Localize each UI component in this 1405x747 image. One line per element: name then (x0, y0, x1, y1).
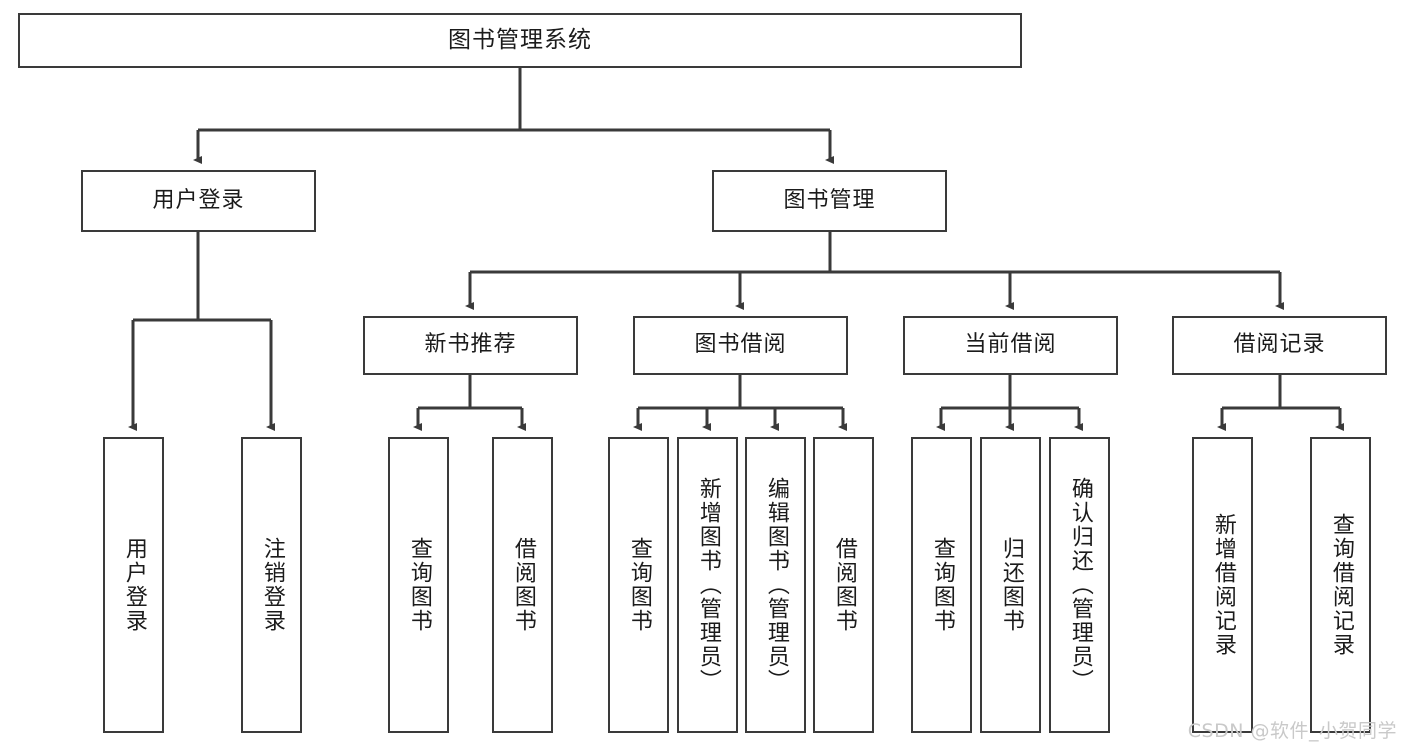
node-book-borrow-label: 图书借阅 (694, 332, 787, 358)
node-leaf-user-login[interactable]: 用户登录 (103, 437, 164, 733)
node-leaf-edit-book-label: 编辑图书（管理员） (763, 477, 789, 693)
node-leaf-return-book[interactable]: 归还图书 (980, 437, 1041, 733)
node-leaf-query-book-3-label: 查询图书 (929, 537, 955, 633)
node-leaf-logout[interactable]: 注销登录 (241, 437, 302, 733)
node-leaf-query-book-2[interactable]: 查询图书 (608, 437, 669, 733)
node-leaf-query-book-1[interactable]: 查询图书 (388, 437, 449, 733)
node-leaf-add-book[interactable]: 新增图书（管理员） (677, 437, 738, 733)
node-current-borrow-label: 当前借阅 (964, 332, 1057, 358)
node-leaf-add-record-label: 新增借阅记录 (1210, 513, 1236, 657)
node-book-borrow[interactable]: 图书借阅 (633, 316, 848, 375)
node-book-manage[interactable]: 图书管理 (712, 170, 947, 232)
node-leaf-user-login-label: 用户登录 (121, 537, 147, 633)
node-book-manage-label: 图书管理 (783, 187, 876, 213)
node-leaf-edit-book[interactable]: 编辑图书（管理员） (745, 437, 806, 733)
node-new-book-recommendation-label: 新书推荐 (424, 332, 517, 358)
node-leaf-query-book-2-label: 查询图书 (626, 537, 652, 633)
node-leaf-logout-label: 注销登录 (259, 537, 285, 633)
node-user-login-label: 用户登录 (152, 187, 245, 213)
node-leaf-confirm-return[interactable]: 确认归还（管理员） (1049, 437, 1110, 733)
node-leaf-query-record[interactable]: 查询借阅记录 (1310, 437, 1371, 733)
node-leaf-query-book-1-label: 查询图书 (406, 537, 432, 633)
node-root-label: 图书管理系统 (448, 26, 592, 53)
node-leaf-add-record[interactable]: 新增借阅记录 (1192, 437, 1253, 733)
node-leaf-borrow-book-1[interactable]: 借阅图书 (492, 437, 553, 733)
watermark-text: CSDN @软件_小贺同学 (1187, 720, 1397, 742)
node-leaf-borrow-book-1-label: 借阅图书 (510, 537, 536, 633)
node-user-login[interactable]: 用户登录 (81, 170, 316, 232)
node-borrow-record-label: 借阅记录 (1233, 332, 1326, 358)
node-leaf-borrow-book-2[interactable]: 借阅图书 (813, 437, 874, 733)
node-leaf-query-book-3[interactable]: 查询图书 (911, 437, 972, 733)
node-root[interactable]: 图书管理系统 (18, 13, 1022, 68)
node-current-borrow[interactable]: 当前借阅 (903, 316, 1118, 375)
node-borrow-record[interactable]: 借阅记录 (1172, 316, 1387, 375)
node-new-book-recommendation[interactable]: 新书推荐 (363, 316, 578, 375)
node-leaf-confirm-return-label: 确认归还（管理员） (1067, 477, 1093, 693)
node-leaf-borrow-book-2-label: 借阅图书 (831, 537, 857, 633)
node-leaf-return-book-label: 归还图书 (998, 537, 1024, 633)
node-leaf-query-record-label: 查询借阅记录 (1328, 513, 1354, 657)
node-leaf-add-book-label: 新增图书（管理员） (695, 477, 721, 693)
